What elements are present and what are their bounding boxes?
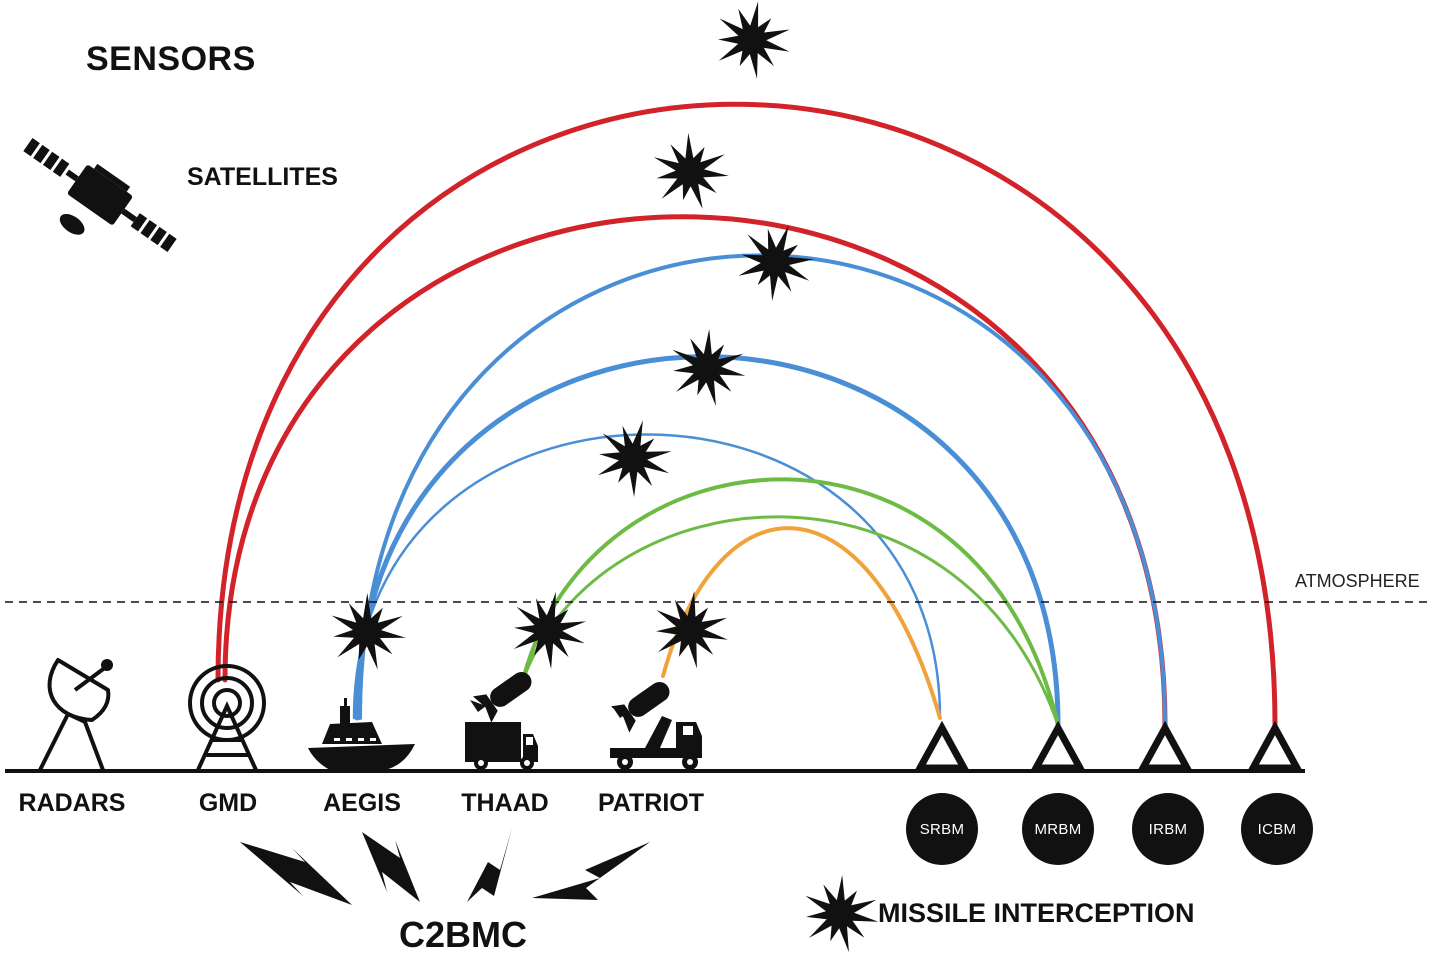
explosion-icon bbox=[738, 225, 814, 301]
irbm-launch-site-icon bbox=[1137, 720, 1193, 772]
mrbm-launch-site-icon bbox=[1030, 720, 1086, 772]
legend-interception-label: MISSILE INTERCEPTION bbox=[878, 898, 1195, 928]
gmd-tower-icon bbox=[188, 664, 266, 771]
launch-sites bbox=[914, 720, 1303, 772]
platform-label-aegis: AEGIS bbox=[323, 789, 401, 817]
threat-badge-srbm: SRBM bbox=[906, 793, 978, 865]
platform-label-thaad: THAAD bbox=[461, 789, 549, 817]
satellite-icon bbox=[23, 137, 177, 253]
irbm-intercept-arc bbox=[358, 253, 1167, 727]
explosion-icon bbox=[672, 329, 746, 407]
satellites-label: SATELLITES bbox=[187, 163, 338, 191]
explosion-icon bbox=[805, 875, 879, 953]
thaad-mrbm-arc-low bbox=[521, 515, 1060, 727]
patriot-launcher-icon bbox=[610, 681, 702, 770]
threat-badge-mrbm: MRBM bbox=[1022, 793, 1094, 865]
explosion-icon bbox=[656, 591, 728, 669]
lightning-bolt-icon bbox=[362, 832, 420, 902]
c2bmc-label: C2BMC bbox=[398, 914, 528, 955]
thaad-truck-icon bbox=[465, 671, 538, 770]
lightning-bolt-icon bbox=[240, 842, 352, 905]
explosion-icon bbox=[597, 420, 672, 498]
atmosphere-label: ATMOSPHERE bbox=[1295, 571, 1420, 591]
threat-badge-icbm: ICBM bbox=[1241, 793, 1313, 865]
explosion-icon bbox=[513, 591, 587, 669]
threat-badge-irbm: IRBM bbox=[1132, 793, 1204, 865]
platform-label-patriot: PATRIOT bbox=[597, 789, 705, 817]
srbm-launch-site-icon bbox=[914, 720, 970, 772]
platform-label-gmd: GMD bbox=[198, 789, 258, 817]
aegis-ship-icon bbox=[308, 698, 415, 770]
lightning-bolt-icon bbox=[467, 828, 512, 902]
radar-dish-icon bbox=[38, 658, 113, 771]
sensors-heading: SENSORS bbox=[86, 40, 256, 78]
explosion-icon bbox=[718, 1, 790, 79]
lightning-bolt-icon bbox=[532, 842, 650, 900]
icbm-launch-site-icon bbox=[1247, 720, 1303, 772]
platform-label-radars: RADARS bbox=[18, 789, 126, 817]
explosion-icon bbox=[331, 592, 406, 670]
explosion-icon bbox=[653, 132, 729, 209]
srbm-intercept-arc bbox=[352, 433, 942, 720]
icbm-trajectory-arc bbox=[215, 101, 1278, 728]
